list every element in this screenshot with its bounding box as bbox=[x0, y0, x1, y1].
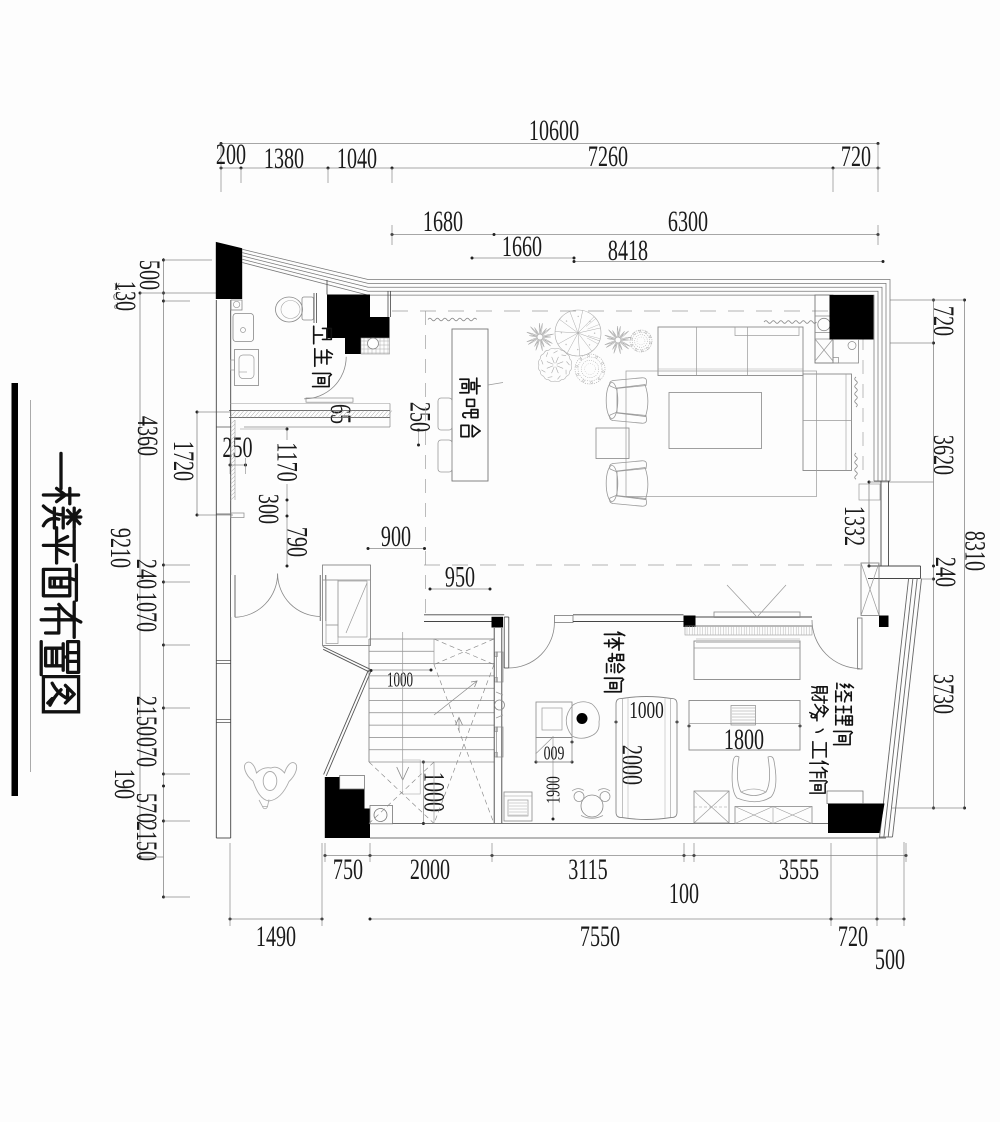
svg-text:1720: 1720 bbox=[167, 441, 201, 481]
svg-text:200: 200 bbox=[216, 137, 246, 171]
svg-text:1170: 1170 bbox=[270, 442, 304, 481]
svg-text:570: 570 bbox=[130, 793, 164, 823]
svg-text:950: 950 bbox=[445, 559, 475, 593]
svg-text:130: 130 bbox=[109, 281, 143, 311]
svg-text:3620: 3620 bbox=[927, 435, 961, 475]
svg-text:500: 500 bbox=[875, 942, 905, 976]
svg-text:1000: 1000 bbox=[417, 772, 451, 812]
svg-text:240: 240 bbox=[929, 557, 963, 587]
svg-text:8418: 8418 bbox=[608, 233, 648, 267]
svg-text:2150: 2150 bbox=[130, 821, 164, 861]
svg-text:3555: 3555 bbox=[779, 852, 819, 886]
svg-text:1380: 1380 bbox=[264, 141, 304, 175]
svg-text:250: 250 bbox=[222, 430, 252, 464]
svg-text:1800: 1800 bbox=[724, 722, 764, 756]
svg-text:10600: 10600 bbox=[529, 113, 579, 147]
svg-text:6300: 6300 bbox=[668, 204, 708, 238]
svg-text:1900: 1900 bbox=[542, 776, 564, 804]
svg-text:100: 100 bbox=[669, 876, 699, 910]
svg-text:3730: 3730 bbox=[927, 674, 961, 714]
svg-text:790: 790 bbox=[280, 527, 314, 557]
svg-text:750: 750 bbox=[333, 852, 363, 886]
svg-text:900: 900 bbox=[381, 519, 411, 553]
svg-text:1040: 1040 bbox=[337, 141, 377, 175]
svg-text:2150: 2150 bbox=[130, 696, 164, 736]
svg-text:1000: 1000 bbox=[629, 696, 664, 724]
svg-text:300: 300 bbox=[252, 494, 286, 524]
svg-text:4360: 4360 bbox=[131, 416, 165, 456]
svg-text:720: 720 bbox=[838, 919, 868, 953]
svg-text:720: 720 bbox=[841, 139, 871, 173]
svg-text:7550: 7550 bbox=[580, 919, 620, 953]
svg-text:1070: 1070 bbox=[130, 592, 164, 632]
svg-text:7260: 7260 bbox=[588, 139, 628, 173]
svg-text:240: 240 bbox=[130, 559, 164, 589]
svg-text:720: 720 bbox=[927, 306, 961, 336]
svg-text:2000: 2000 bbox=[410, 852, 450, 886]
svg-text:1680: 1680 bbox=[423, 204, 463, 238]
svg-text:1660: 1660 bbox=[502, 229, 542, 263]
svg-text:070: 070 bbox=[130, 737, 164, 767]
svg-text:3115: 3115 bbox=[568, 852, 607, 886]
svg-text:009: 009 bbox=[544, 742, 565, 764]
svg-text:2000: 2000 bbox=[615, 745, 649, 785]
svg-text:250: 250 bbox=[403, 402, 437, 432]
svg-text:1332: 1332 bbox=[838, 506, 872, 546]
svg-text:8310: 8310 bbox=[958, 531, 992, 571]
svg-text:1490: 1490 bbox=[256, 919, 296, 953]
